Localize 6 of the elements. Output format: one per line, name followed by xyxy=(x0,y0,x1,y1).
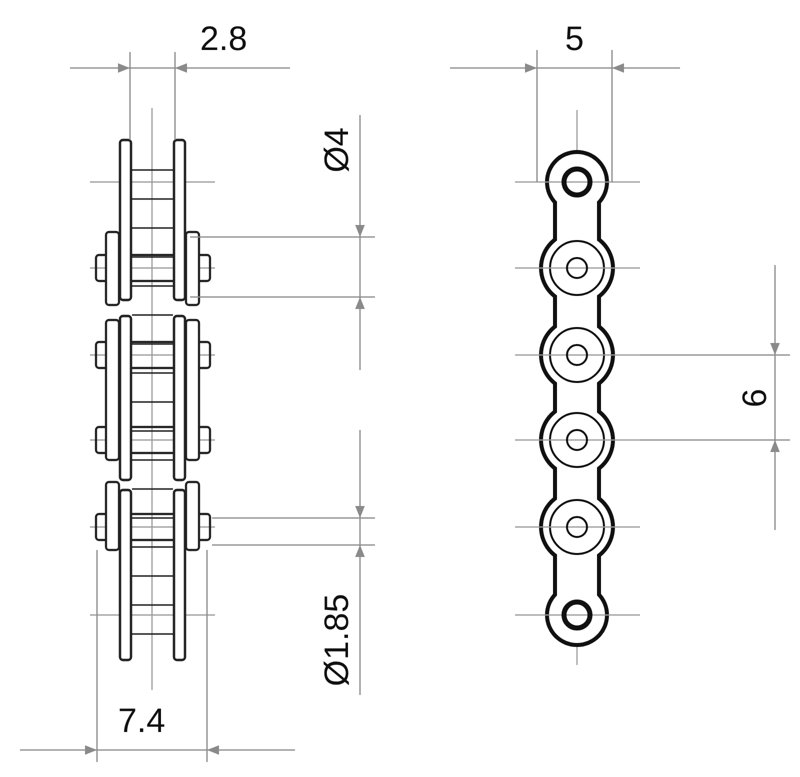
dimension-label: 6 xyxy=(738,388,772,408)
dimension-label: 2.8 xyxy=(200,22,248,56)
dimension-label: 7.4 xyxy=(118,704,166,738)
dimension-label: Ø1.85 xyxy=(320,594,354,686)
dimension-label: 5 xyxy=(565,22,584,56)
dimension-label: Ø4 xyxy=(320,127,354,173)
